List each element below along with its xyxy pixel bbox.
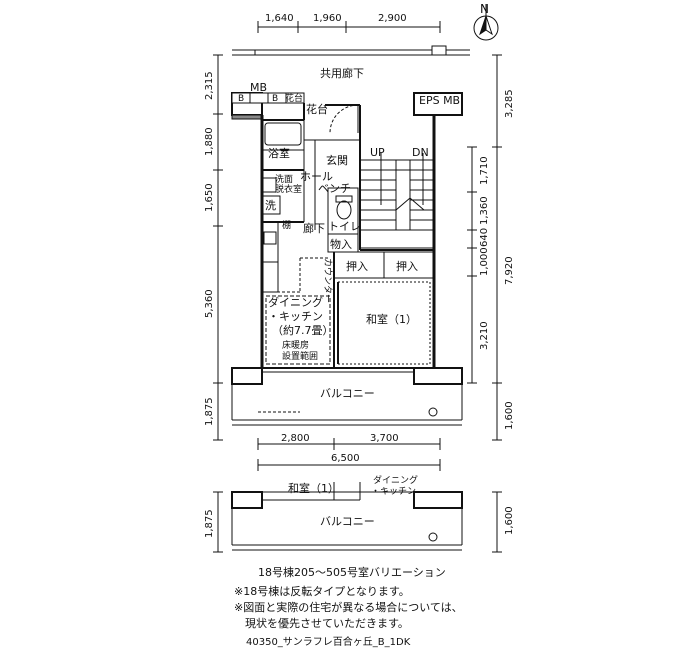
dim-left-3: 1,650 [204,183,215,212]
variation-dk-label-1: ダイニング [373,474,418,486]
dim-top-1: 1,640 [265,13,294,24]
note-line-1: ※18号棟は反転タイプとなります。 [234,585,410,598]
footer-label: 40350_サンラフレ百合ヶ丘_B_1DK [246,637,411,648]
dim-right-3: 1,360 [479,196,490,225]
corridor-label: 共用廊下 [320,66,364,80]
dn-label: DN [412,146,429,159]
closet-label-2: 押入 [396,259,418,273]
flowerbed-label-2: 花台 [306,102,328,116]
b-label-2: B [272,94,278,104]
note-line-2: ※図面と実際の住宅が異なる場合については、 [234,601,463,614]
variation-caption: 18号棟205～505号室バリエーション [258,566,446,579]
dim-left-4: 5,360 [204,289,215,318]
balcony-label: バルコニー [320,387,375,400]
dk-label-1: ダイニング [268,295,323,309]
up-label: UP [370,146,385,159]
dim-bottom-2: 3,700 [370,433,399,444]
variation-dim-right: 1,600 [504,506,515,535]
dim-right-7: 3,210 [479,321,490,350]
dim-bottom-1: 2,800 [281,433,310,444]
shelf-label: 棚 [282,219,291,231]
dim-top-2: 1,960 [313,13,342,24]
entrance-label: 玄関 [326,153,348,167]
dim-left-1: 2,315 [204,71,215,100]
heat-label-2: 設置範囲 [282,350,318,362]
dim-top-3: 2,900 [378,13,407,24]
flowerbed-label-1: 花台 [285,92,303,104]
eps-mb-label: EPS MB [419,94,460,107]
note-line-3: 現状を優先させていただきます。 [234,617,409,630]
dim-left-5: 1,875 [204,397,215,426]
wash-label: 洗 [265,199,276,212]
bench-label: ベンチ [318,182,351,195]
dim-left-2: 1,880 [204,127,215,156]
counter-label: カウンター [322,258,333,303]
bath-label: 浴室 [268,146,290,160]
toilet-label: トイレ [328,220,361,233]
dim-right-1: 3,285 [504,89,515,118]
dim-bottom-3: 6,500 [331,453,360,464]
washroom-label-2: 脱衣室 [275,183,302,195]
hall-label: ホール [300,170,333,183]
closet-label-1: 押入 [346,259,368,273]
north-label: N [480,2,489,16]
dk-label-3: （約7.7畳） [272,323,334,337]
japanese-room-label: 和室（1） [366,312,417,326]
dim-right-2: 1,710 [479,156,490,185]
north-arrow-icon [473,4,499,41]
dk-label-2: ・キッチン [268,310,323,323]
washroom-label-1: 洗面 [275,173,293,185]
dim-right-6: 7,920 [504,256,515,285]
dim-right-4: 1,000 [479,247,490,276]
dim-right-8: 1,600 [504,401,515,430]
mb-label: MB [250,81,267,94]
variation-balcony-label: バルコニー [320,515,375,528]
b-label-1: B [238,94,244,104]
variation-dim-left: 1,875 [204,509,215,538]
storage-label: 物入 [330,237,352,251]
hallway-label: 廊下 [303,221,325,235]
variation-dk-label-2: ・キッチン [371,486,416,497]
variation-japanese-label: 和室（1） [288,481,339,495]
dim-right-5: 640 [479,228,490,247]
heat-label-1: 床暖房 [282,339,309,351]
